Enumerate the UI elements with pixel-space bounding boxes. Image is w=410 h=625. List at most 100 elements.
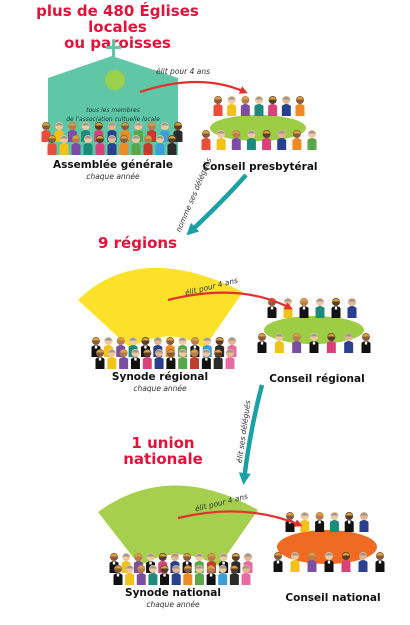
regional-council-caption: Conseil régional xyxy=(262,373,372,385)
person-hair xyxy=(207,553,216,557)
person-hair xyxy=(325,552,333,556)
pastor-collar xyxy=(378,560,382,564)
pastor-collar xyxy=(185,561,189,565)
person-figure xyxy=(290,560,300,572)
person-figure xyxy=(231,138,241,150)
pastor-collar xyxy=(334,306,338,310)
person-figure xyxy=(130,357,140,369)
person-figure xyxy=(216,138,226,150)
person-figure xyxy=(155,143,165,155)
person-hair xyxy=(178,337,187,341)
person-hair xyxy=(107,349,116,353)
elects-label-parish: élit pour 4 ans xyxy=(156,67,210,76)
person-figure xyxy=(274,341,284,353)
person-hair xyxy=(132,135,140,139)
person-hair xyxy=(247,130,256,134)
pastor-collar xyxy=(112,561,116,565)
national-synod-crowd xyxy=(109,553,253,585)
person-figure xyxy=(131,143,141,155)
pastor-collar xyxy=(193,345,197,349)
person-hair xyxy=(282,96,291,100)
person-figure xyxy=(190,357,200,369)
person-figure xyxy=(246,138,256,150)
person-figure xyxy=(154,357,164,369)
national-table xyxy=(277,530,377,564)
person-hair xyxy=(215,337,224,341)
person-hair xyxy=(96,349,104,353)
person-figure xyxy=(213,357,223,369)
pastor-collar xyxy=(276,560,280,564)
person-hair xyxy=(327,333,336,337)
person-figure xyxy=(227,104,237,116)
presbyteral-table xyxy=(210,115,306,141)
person-figure xyxy=(201,138,211,150)
person-hair xyxy=(148,565,157,569)
pastor-collar xyxy=(116,573,120,577)
person-hair xyxy=(120,135,128,139)
person-hair xyxy=(96,135,104,139)
assembly-caption: Assemblée générale chaque année xyxy=(48,159,178,181)
person-hair xyxy=(156,135,164,139)
person-figure xyxy=(254,104,264,116)
person-hair xyxy=(190,337,199,341)
pastor-collar xyxy=(312,341,316,345)
person-hair xyxy=(203,337,212,341)
person-hair xyxy=(214,96,222,100)
person-figure xyxy=(309,341,319,353)
person-hair xyxy=(244,553,252,557)
person-figure xyxy=(241,573,251,585)
person-figure xyxy=(299,306,309,318)
person-hair xyxy=(310,333,318,337)
person-hair xyxy=(174,122,182,126)
person-figure xyxy=(315,306,325,318)
parishes-title: plus de 480 Églises locales ou paroisses xyxy=(10,3,225,51)
person-hair xyxy=(300,298,308,302)
pastor-collar xyxy=(94,345,98,349)
person-figure xyxy=(166,357,176,369)
person-figure xyxy=(47,143,57,155)
assembly-sub: chaque année xyxy=(86,172,140,181)
person-hair xyxy=(332,298,340,302)
pastor-collar xyxy=(222,561,225,565)
person-figure xyxy=(194,573,204,585)
person-hair xyxy=(219,553,228,557)
person-hair xyxy=(228,337,236,341)
church-text-line1: tous les membres xyxy=(86,107,140,114)
person-hair xyxy=(241,96,250,100)
pastor-collar xyxy=(348,520,351,524)
person-hair xyxy=(168,135,176,139)
person-hair xyxy=(218,565,227,569)
person-hair xyxy=(296,96,304,100)
assembly-label: Assemblée générale xyxy=(53,159,173,171)
person-figure xyxy=(178,357,188,369)
person-figure xyxy=(229,573,239,585)
person-figure xyxy=(143,143,153,155)
person-hair xyxy=(160,122,169,126)
person-hair xyxy=(183,553,192,557)
person-hair xyxy=(155,349,164,353)
assembly-crowd xyxy=(41,122,183,155)
person-hair xyxy=(262,130,271,134)
person-figure xyxy=(324,560,334,572)
national-title-line1: 1 union xyxy=(131,434,195,452)
person-hair xyxy=(308,130,316,134)
person-hair xyxy=(190,349,199,353)
person-figure xyxy=(183,573,193,585)
person-hair xyxy=(129,337,138,341)
national-synod-sub: chaque année xyxy=(146,600,200,609)
person-figure xyxy=(95,357,105,369)
person-figure xyxy=(358,560,368,572)
national-title: 1 union nationale xyxy=(113,434,213,468)
person-hair xyxy=(92,337,100,341)
person-hair xyxy=(292,333,301,337)
person-figure xyxy=(375,560,385,572)
person-figure xyxy=(267,306,277,318)
presbyteral-caption: Conseil presbytéral xyxy=(200,161,320,173)
person-hair xyxy=(122,553,131,557)
person-hair xyxy=(232,130,241,134)
person-hair xyxy=(137,565,146,569)
person-figure xyxy=(201,357,211,369)
person-figure xyxy=(307,138,317,150)
person-hair xyxy=(60,135,68,139)
